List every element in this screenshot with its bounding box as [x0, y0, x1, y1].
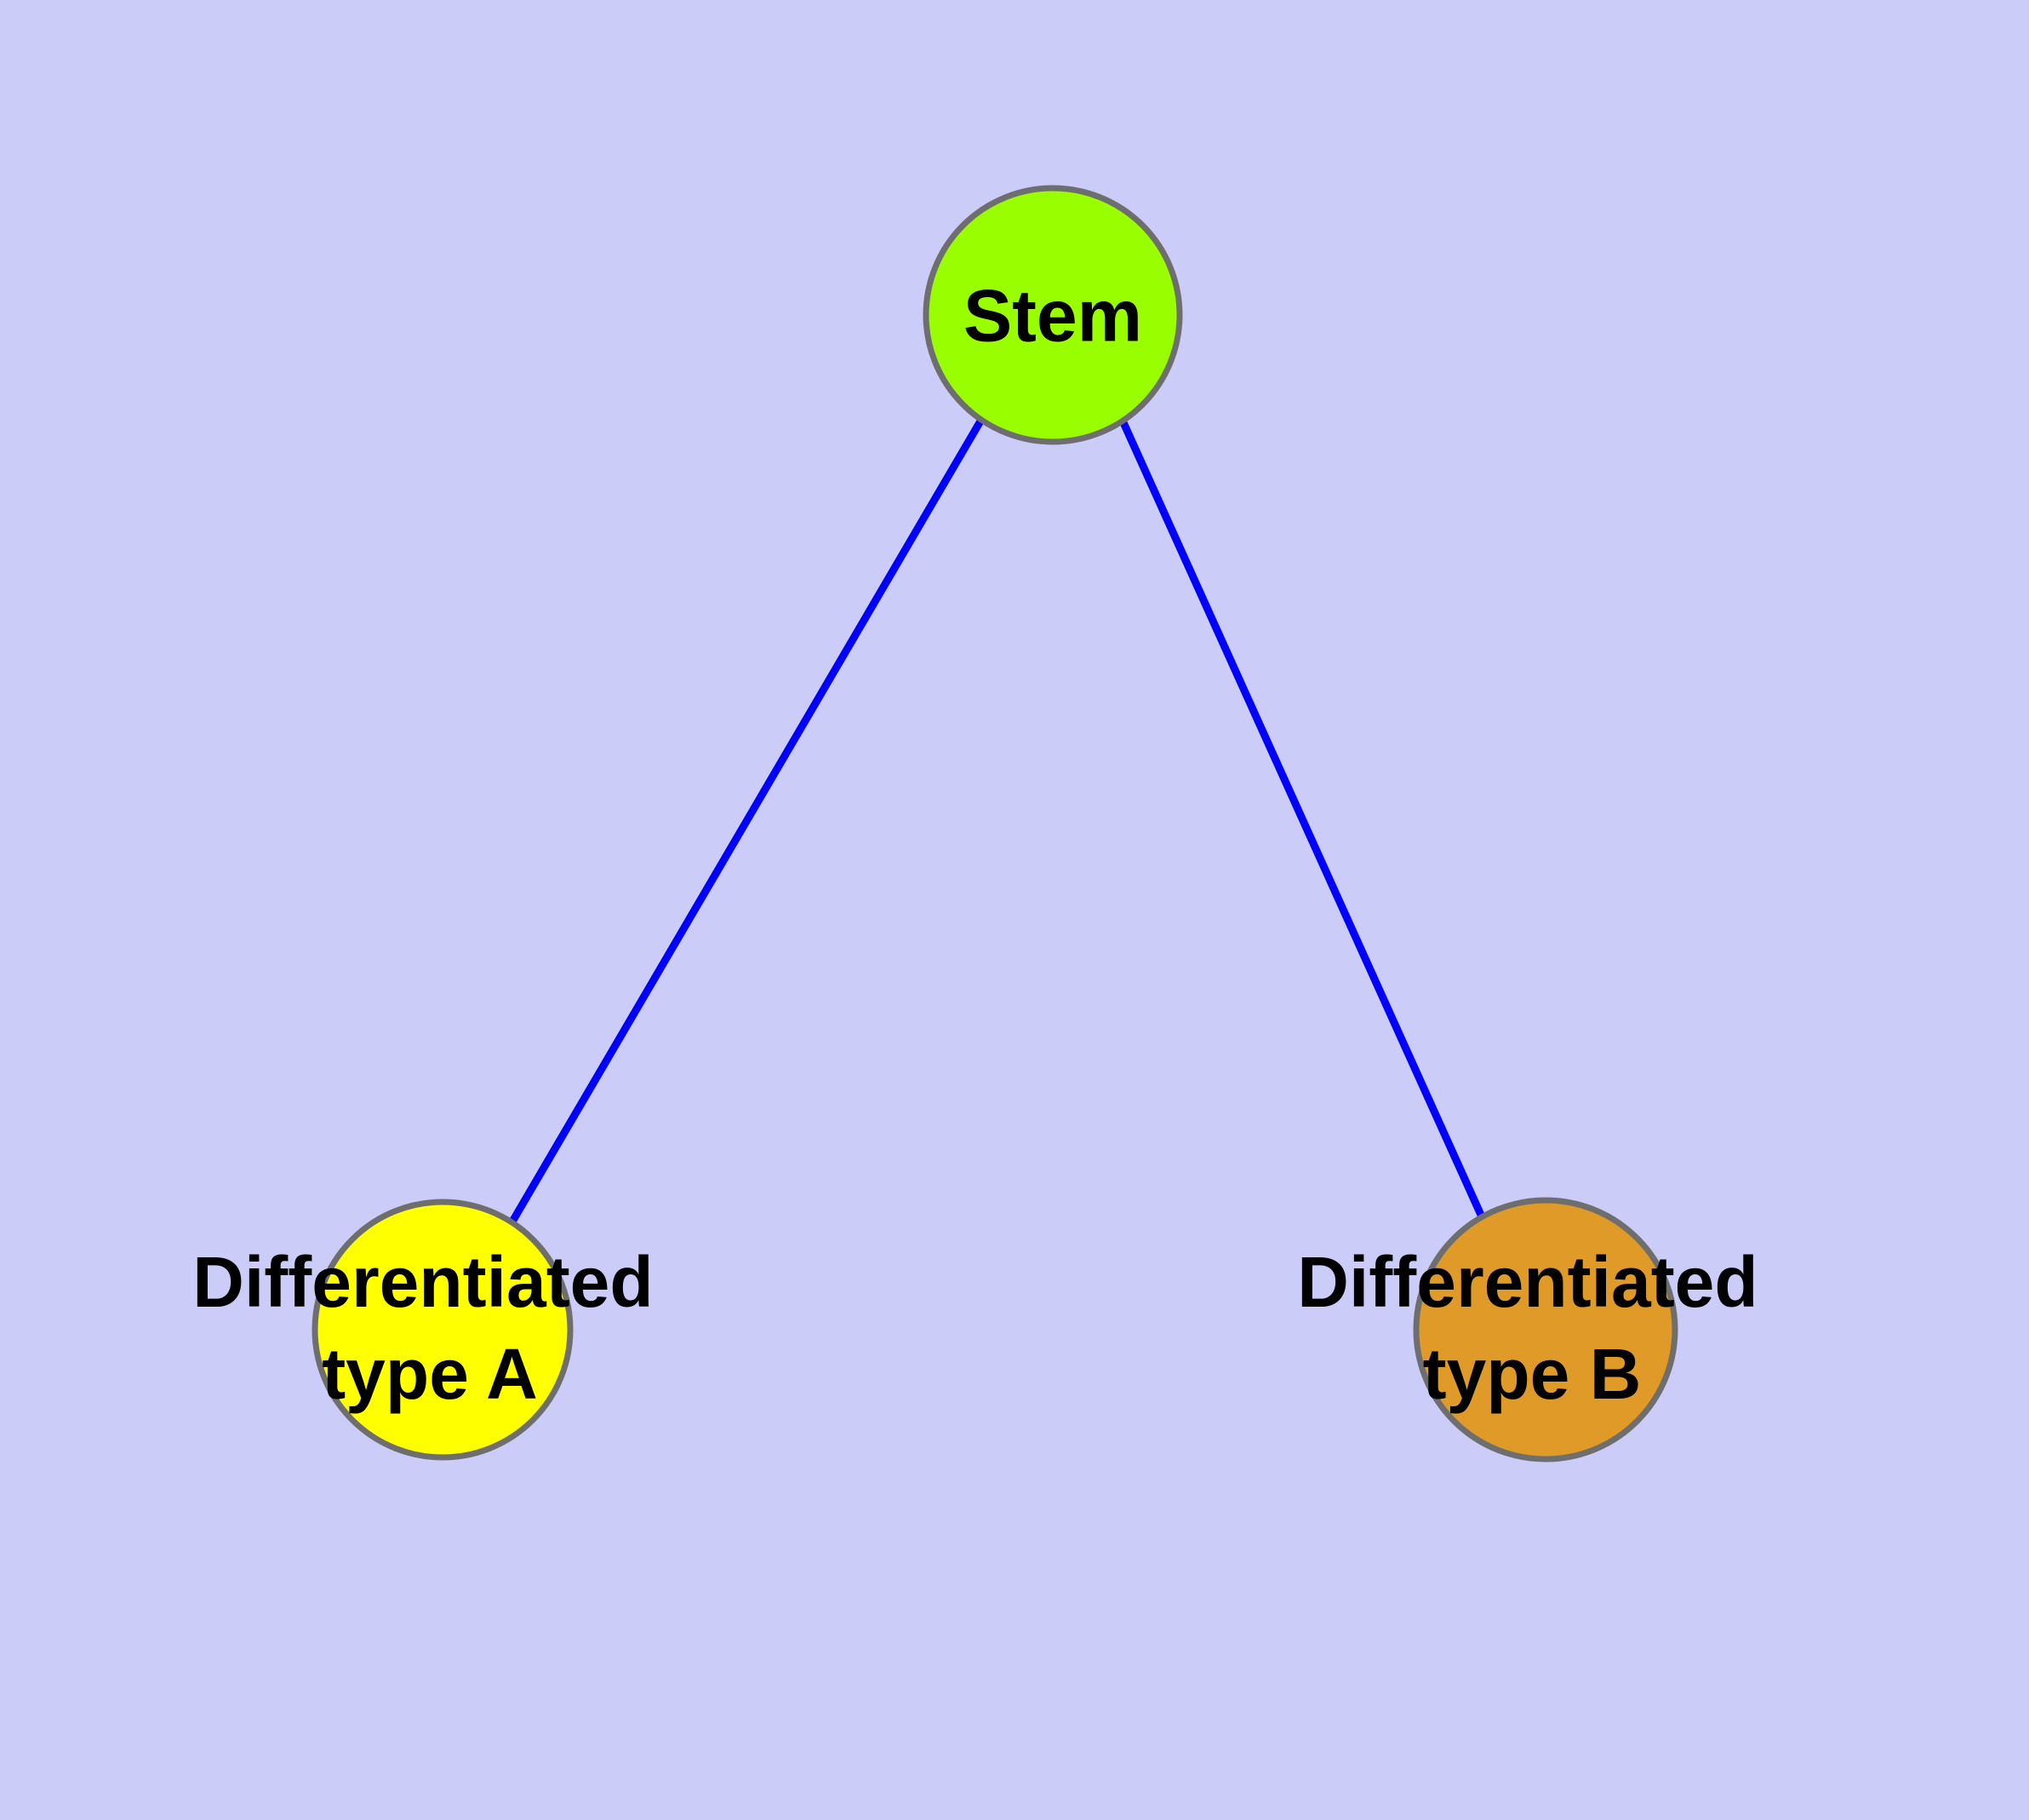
- node-differentiated-type-b-circle[interactable]: [1413, 1197, 1678, 1462]
- edge-stem-to-differentiated-type-b[interactable]: [1117, 417, 1489, 1224]
- node-differentiated-type-b-label-line2: type B: [1423, 1334, 1642, 1414]
- node-differentiated-type-a-circle[interactable]: [311, 1199, 574, 1461]
- node-stem-label: Stem: [963, 276, 1142, 358]
- node-stem-circle[interactable]: [923, 185, 1183, 445]
- edge-stem-to-differentiated-type-a[interactable]: [509, 417, 985, 1224]
- node-differentiated-type-a-label-line1: Differentiated: [192, 1242, 653, 1322]
- node-differentiated-type-b-label-line1: Differentiated: [1297, 1242, 1758, 1322]
- node-differentiated-type-a-label-line2: type A: [322, 1334, 538, 1414]
